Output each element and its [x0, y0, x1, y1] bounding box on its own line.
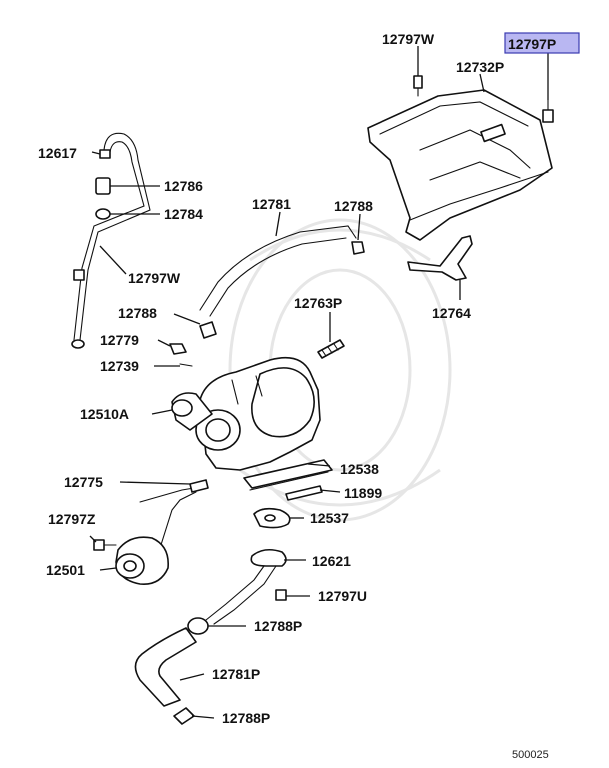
- fitting-12786: [95, 177, 111, 195]
- pin-12779: [169, 343, 187, 355]
- label-12788p-b: 12788P: [222, 710, 270, 726]
- clamp-12788-mid: [199, 321, 217, 339]
- label-12739: 12739: [100, 358, 139, 374]
- bolt-12797w-top: [413, 75, 423, 97]
- label-12763p: 12763P: [294, 295, 342, 311]
- label-12788-mid: 12788: [118, 305, 157, 321]
- label-12784: 12784: [164, 206, 203, 222]
- label-12732p: 12732P: [456, 59, 504, 75]
- label-12788p-a: 12788P: [254, 618, 302, 634]
- label-12788-top: 12788: [334, 198, 373, 214]
- leader-lines: [89, 46, 549, 719]
- turbocharger-12510a: [171, 356, 333, 489]
- label-12621: 12621: [312, 553, 351, 569]
- label-12510a: 12510A: [80, 406, 129, 422]
- figure-code: 500025: [512, 749, 549, 761]
- label-12786: 12786: [164, 178, 203, 194]
- bolt-12797p: [542, 99, 554, 123]
- washer-12784: [95, 208, 111, 220]
- hose-12781: [199, 225, 365, 317]
- label-12617: 12617: [38, 145, 77, 161]
- label-11899: 11899: [344, 485, 382, 501]
- label-12764: 12764: [432, 305, 471, 321]
- label-12781p: 12781P: [212, 666, 260, 682]
- label-12775: 12775: [64, 474, 103, 490]
- bolt-12797w-mid: [71, 269, 85, 349]
- stud-12763p: [317, 339, 345, 359]
- highlight-box: [504, 32, 580, 54]
- gasket-12537: [253, 507, 291, 529]
- pin-12739: [179, 363, 193, 367]
- bolt-12797u: [275, 589, 287, 601]
- hose-12781p: [134, 627, 197, 707]
- actuator-12501: [115, 491, 197, 585]
- clamp-12788p-upper: [187, 617, 209, 635]
- rod-12775: [139, 479, 209, 503]
- gasket-11899: [285, 485, 323, 501]
- bracket-12764: [407, 235, 473, 281]
- bolt-12797z: [93, 539, 117, 551]
- label-12797z: 12797Z: [48, 511, 96, 527]
- part-labels: 12797W 12797P 12732P 12617 12786 12784 1…: [38, 31, 580, 761]
- label-12781: 12781: [252, 196, 291, 212]
- clamp-12788p-lower: [173, 707, 195, 725]
- heat-shield-part: [367, 89, 553, 241]
- label-12797u: 12797U: [318, 588, 367, 604]
- label-12797w-top: 12797W: [382, 31, 435, 47]
- gasket-12538: [249, 471, 329, 491]
- oil-pipe-12617: [73, 132, 151, 341]
- label-12779: 12779: [100, 332, 139, 348]
- pipe-12621: [205, 548, 287, 625]
- label-12797w-mid: 12797W: [128, 270, 181, 286]
- label-12501: 12501: [46, 562, 85, 578]
- label-12797p-highlighted: 12797P: [508, 36, 556, 52]
- label-12538: 12538: [340, 461, 379, 477]
- label-12537: 12537: [310, 510, 349, 526]
